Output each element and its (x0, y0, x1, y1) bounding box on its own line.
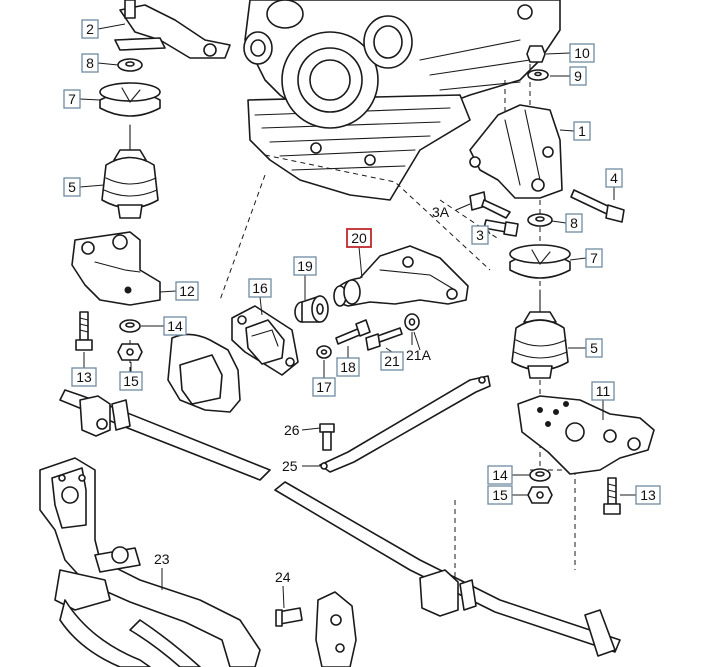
callout-2[interactable]: 2 (81, 19, 99, 39)
bolt-3a (469, 191, 511, 219)
callout-15-left[interactable]: 15 (119, 371, 143, 391)
callout-8-left-label: 8 (86, 55, 94, 71)
callout-20[interactable]: 20 (346, 228, 372, 248)
bolt-21 (365, 327, 403, 351)
callout-18[interactable]: 18 (336, 357, 360, 377)
callout-12-label: 12 (179, 283, 195, 299)
right-mount-bracket-11 (517, 395, 655, 475)
left-engine-mount-5 (101, 124, 159, 219)
washer-9 (527, 69, 549, 81)
callout-9[interactable]: 9 (569, 66, 587, 86)
brace-25 (319, 375, 491, 473)
callout-7-right-label: 7 (590, 250, 598, 266)
left-washer-14 (119, 319, 141, 333)
subframe-23 (39, 457, 261, 667)
callout-26-label[interactable]: 26 (284, 422, 300, 438)
bolt-4 (570, 189, 625, 223)
left-mount-bracket-12 (71, 231, 161, 306)
right-bolt-13 (603, 477, 621, 515)
callout-13-right[interactable]: 13 (635, 485, 661, 505)
bolt-18 (335, 319, 371, 345)
callout-16-label: 16 (252, 280, 268, 296)
washer-21a (404, 313, 420, 331)
callout-13-right-label: 13 (640, 487, 656, 503)
callout-14-left[interactable]: 14 (163, 316, 187, 336)
right-mount-bracket-1 (469, 104, 563, 199)
right-engine-mount-5 (511, 289, 569, 379)
callout-14-right[interactable]: 14 (487, 465, 513, 485)
callout-3[interactable]: 3 (471, 225, 489, 245)
left-mount-bracket-top (114, 0, 231, 59)
callout-11-label: 11 (596, 383, 611, 399)
callout-17-label: 17 (316, 379, 332, 395)
callout-25-label[interactable]: 25 (282, 458, 298, 474)
nut-10 (526, 45, 546, 63)
callout-5-right-label: 5 (590, 340, 598, 356)
left-bolt-13 (75, 311, 93, 351)
transmission-carrier-20 (333, 245, 469, 307)
right-nut-15 (527, 486, 553, 504)
callout-16[interactable]: 16 (248, 278, 272, 298)
callout-5-left-label: 5 (68, 179, 76, 195)
callout-3-label: 3 (476, 227, 484, 243)
washer-17 (316, 345, 332, 359)
bracket-24 (275, 591, 357, 667)
callout-11[interactable]: 11 (591, 381, 615, 401)
callout-8-right[interactable]: 8 (565, 213, 583, 233)
transmission-housing (243, 0, 561, 201)
callout-18-label: 18 (340, 359, 356, 375)
callout-7-left[interactable]: 7 (63, 89, 81, 109)
callout-21[interactable]: 21 (380, 351, 404, 371)
right-buffer-7 (509, 244, 571, 279)
stabilizer-bar-right (274, 481, 621, 657)
callout-4[interactable]: 4 (605, 168, 623, 188)
callout-1[interactable]: 1 (573, 121, 591, 141)
bushing-19 (294, 295, 329, 323)
callout-14-right-label: 14 (492, 467, 508, 483)
callout-4-label: 4 (610, 170, 618, 186)
callout-14-left-label: 14 (167, 318, 183, 334)
leader-lines (79, 23, 636, 609)
callout-9-label: 9 (574, 68, 582, 84)
callout-1-label: 1 (578, 123, 586, 139)
callout-21-label: 21 (384, 353, 400, 369)
transmission-support-housing (167, 333, 241, 413)
callout-8-left[interactable]: 8 (81, 53, 99, 73)
callout-13-left-label: 13 (76, 369, 92, 385)
callout-15-right[interactable]: 15 (487, 485, 513, 505)
stabilizer-bar-left (59, 389, 271, 481)
callout-10[interactable]: 10 (569, 43, 595, 63)
callout-24-label[interactable]: 24 (275, 569, 291, 585)
callout-17[interactable]: 17 (312, 377, 336, 397)
left-buffer-7 (99, 82, 161, 117)
callout-20-label: 20 (351, 230, 367, 246)
callout-5-right[interactable]: 5 (585, 338, 603, 358)
callout-5-left[interactable]: 5 (63, 177, 81, 197)
right-washer-8 (527, 213, 553, 227)
callout-21a-label[interactable]: 21A (406, 347, 432, 363)
callout-19-label: 19 (297, 258, 313, 274)
callout-2-label: 2 (86, 21, 94, 37)
callout-23-label[interactable]: 23 (154, 551, 170, 567)
left-washer-8 (117, 58, 143, 72)
left-nut-15 (117, 343, 143, 361)
callout-12[interactable]: 12 (175, 281, 199, 301)
callout-7-right[interactable]: 7 (585, 248, 603, 268)
callout-10-label: 10 (574, 45, 590, 61)
bolt-26 (319, 423, 335, 451)
callout-8-right-label: 8 (570, 215, 578, 231)
callout-13-left[interactable]: 13 (71, 367, 97, 387)
callout-19[interactable]: 19 (293, 256, 317, 276)
callout-15-left-label: 15 (123, 373, 139, 389)
callout-3a-label[interactable]: 3A (432, 204, 450, 220)
mount-plate-16 (231, 305, 299, 376)
callout-7-left-label: 7 (68, 91, 76, 107)
bolt-3 (483, 219, 519, 237)
right-washer-14 (529, 468, 551, 482)
callout-15-right-label: 15 (492, 487, 508, 503)
